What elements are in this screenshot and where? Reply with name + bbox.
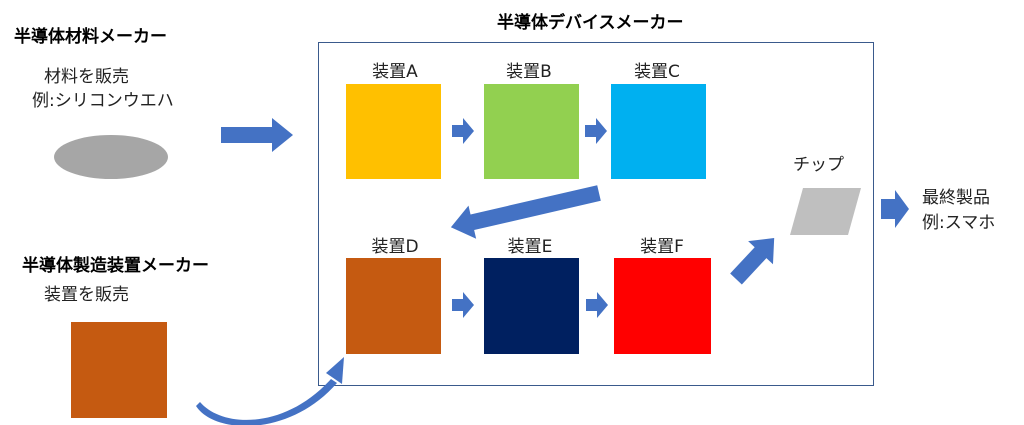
arrow-c-to-d [450, 185, 601, 239]
equipment-d-box [346, 258, 441, 354]
material-maker-title: 半導体材料メーカー [14, 27, 167, 47]
material-maker-desc: 材料を販売 [44, 67, 129, 87]
arrow-d-to-e [452, 292, 474, 318]
final-product-label: 最終製品 [922, 188, 990, 208]
arrow-e-to-f [586, 292, 608, 318]
equipment-b-label: 装置B [506, 62, 552, 82]
equipment-c-box [611, 84, 706, 179]
device-maker-frame [318, 42, 874, 386]
chip-label: チップ [793, 155, 844, 175]
equipment-maker-desc: 装置を販売 [44, 285, 129, 305]
device-maker-title: 半導体デバイスメーカー [497, 13, 684, 33]
arrow-b-to-c [585, 118, 607, 144]
equipment-a-label: 装置A [372, 62, 418, 82]
equipment-e-box [484, 258, 579, 354]
equipment-supply-curved-arrow [196, 357, 344, 425]
silicon-wafer-shape [54, 135, 168, 179]
equipment-maker-title: 半導体製造装置メーカー [22, 256, 209, 276]
final-product-example: 例:スマホ [922, 213, 996, 233]
material-maker-example: 例:シリコンウエハ [32, 91, 174, 111]
equipment-e-label: 装置E [507, 237, 553, 257]
arrow-a-to-b [452, 118, 474, 144]
equipment-c-label: 装置C [634, 62, 680, 82]
arrow-f-to-chip [730, 238, 775, 285]
equipment-b-box [484, 84, 579, 179]
equipment-f-label: 装置F [640, 237, 684, 257]
equipment-d-label: 装置D [371, 237, 419, 257]
material-to-device-arrow [221, 118, 293, 152]
chip-shape [790, 188, 861, 235]
equipment-a-box [346, 84, 441, 179]
equipment-f-box [614, 258, 711, 354]
sold-equipment-box [71, 322, 167, 418]
chip-to-product-arrow [881, 190, 909, 228]
